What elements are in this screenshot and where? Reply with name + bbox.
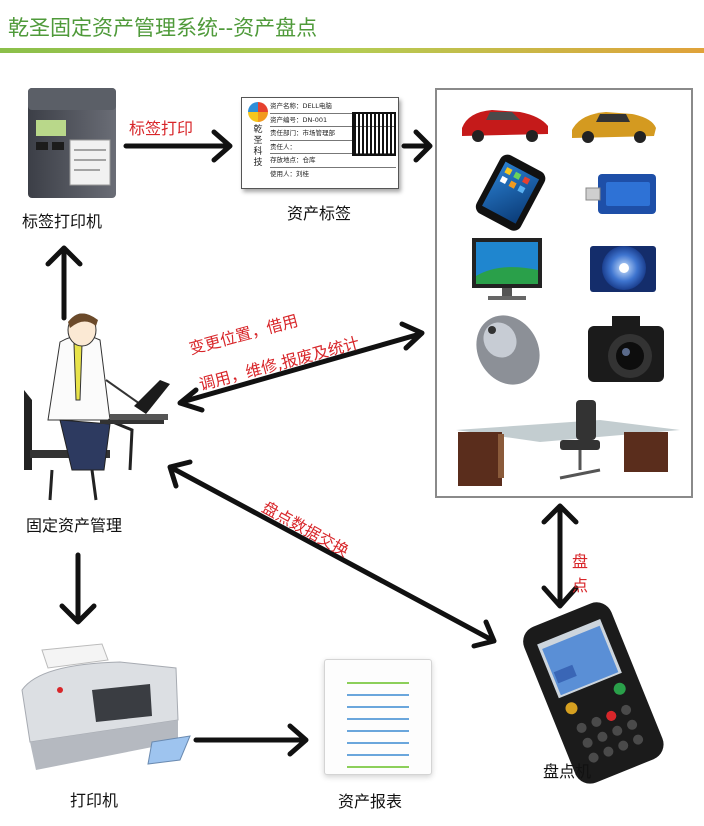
office-desk-icon [456,420,680,486]
label-printer-icon [28,88,116,198]
handheld-terminal-icon [523,602,664,784]
arrow-label-printer-to-tag [123,129,233,163]
cd-disc-icon [590,246,656,292]
tag-fields: 资产名称：DELL电脑 资产编号：DN-001 责任部门：市场管理部 责任人： … [270,100,396,180]
arrows [45,129,579,757]
arrow-assets-terminal-double [541,503,579,609]
usb-drive-icon [585,174,656,214]
camera-icon [588,316,664,382]
company-logo-icon [248,102,268,122]
office-chair-icon [559,400,601,480]
gold-car-icon [572,112,656,143]
tag-row: 资产名称：DELL电脑 [270,100,396,114]
terminal-label: 盘点机 [543,762,592,781]
edge-inventory-char1: 盘 [572,552,589,571]
asset-mgmt-label: 固定资产管理 [26,516,123,535]
tag-row: 存放地点：仓库 [270,154,396,168]
asset-report-document-icon [324,659,432,775]
tag-row: 资产编号：DN-001 [270,114,396,127]
printer-label: 打印机 [70,791,119,810]
edge-print-label: 标签打印 [129,119,194,138]
asset-tag-label: 资产标签 [287,204,352,223]
asset-tag-card: 乾 圣 科 技 资产名称：DELL电脑 资产编号：DN-001 责任部门：市场管… [241,97,399,189]
arrow-printer-to-report [193,723,309,757]
smartphone-icon [475,154,546,231]
tag-row: 使用人：刘桂 [270,169,309,178]
qr-code-icon [352,112,396,156]
asset-report-label: 资产报表 [338,792,403,811]
arrow-mgmt-terminal-double [167,459,497,649]
company-name-vertical: 乾 圣 科 技 [253,125,263,168]
page-title: 乾圣固定资产管理系统--资产盘点 [8,16,318,40]
arrow-mgmt-to-label-printer [45,245,83,321]
monitor-icon [472,238,542,300]
arrow-mgmt-to-printer [59,552,97,625]
label-printer-label: 标签打印机 [22,212,103,231]
red-car-icon [462,110,548,142]
tag-row: 责任部门：市场管理部 [270,127,396,141]
title-underline [0,48,704,53]
edge-inventory-char2: 点 [572,576,589,595]
computer-mouse-icon [476,315,540,385]
tag-row: 责任人： [270,141,396,154]
arrow-tag-to-assets [401,129,433,163]
arrow-mgmt-assets-double [177,321,425,413]
asset-manager-person-icon [24,313,170,501]
printer-icon [21,643,191,770]
